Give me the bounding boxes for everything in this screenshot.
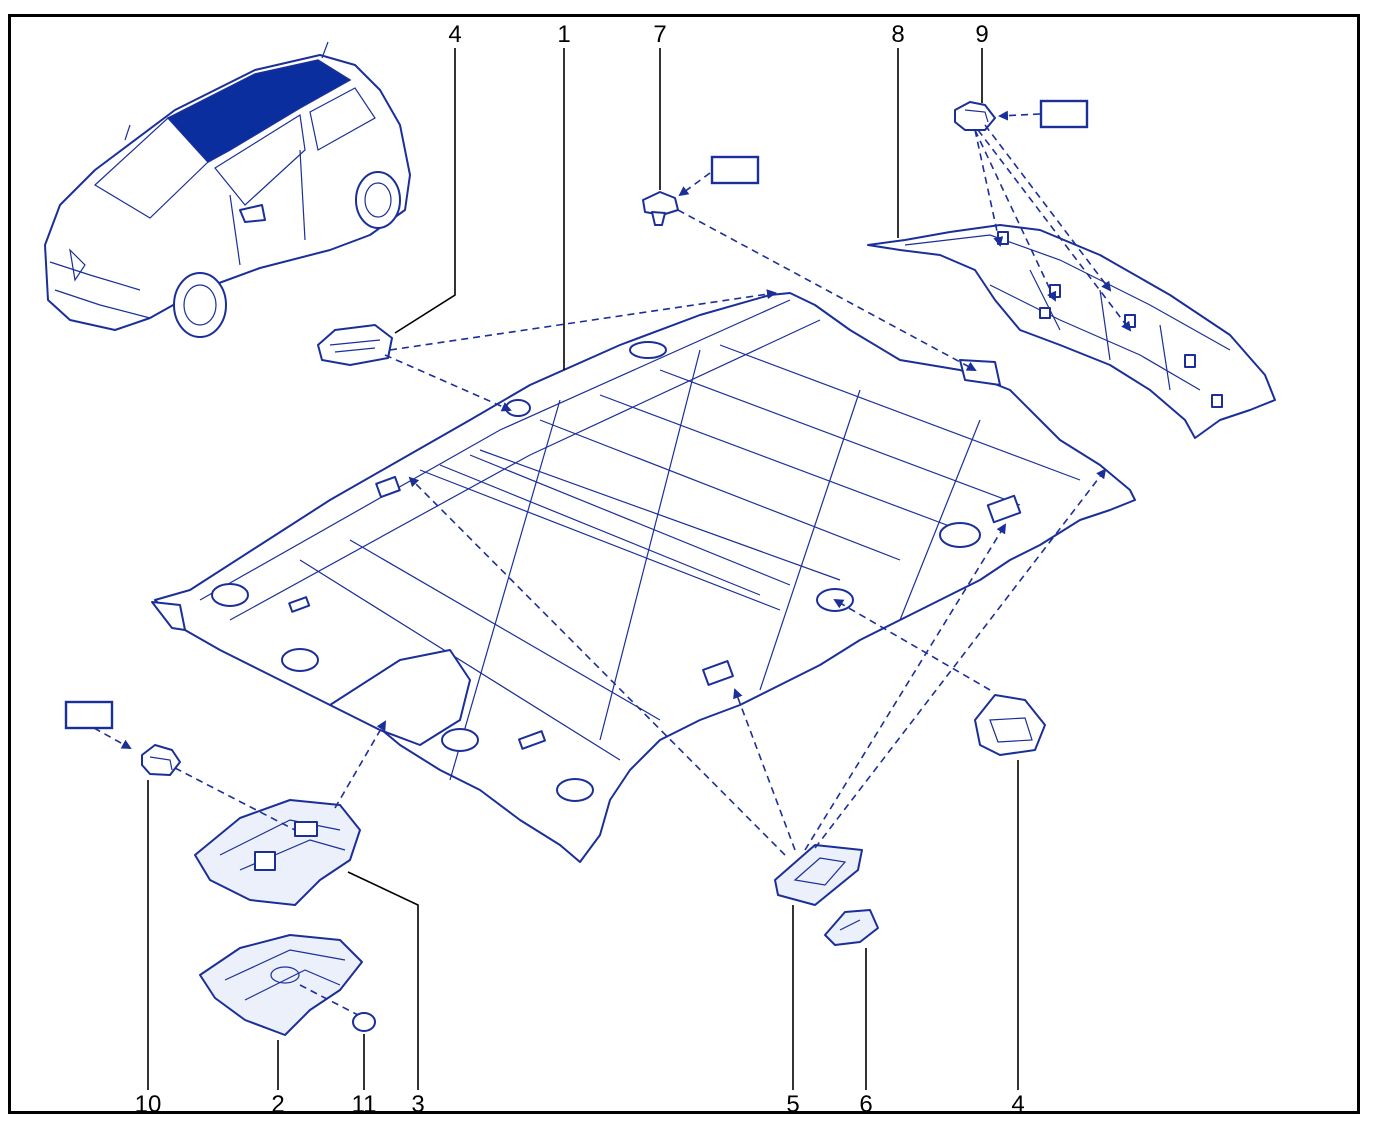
reference-box-icon xyxy=(1039,99,1089,129)
callout-8: 8 xyxy=(891,21,904,48)
roof-highlight xyxy=(166,59,352,163)
hook-part-6 xyxy=(824,909,879,946)
vehicle-locator-icon xyxy=(44,41,411,338)
callout-4-top: 4 xyxy=(448,21,461,48)
plug-part-7 xyxy=(642,191,679,226)
clip-part-4-top xyxy=(317,324,393,366)
callout-7: 7 xyxy=(653,21,666,48)
clip-part-9 xyxy=(954,101,996,131)
visor-clip-part-5 xyxy=(774,844,863,906)
console-housing-part-3 xyxy=(194,799,361,906)
reference-box-icon xyxy=(710,155,760,185)
leader-lines xyxy=(147,48,1019,1090)
reference-box-icon xyxy=(64,700,114,730)
callout-4-bottom: 4 xyxy=(1011,1091,1024,1118)
clip-part-10 xyxy=(141,744,181,776)
callout-1: 1 xyxy=(557,21,570,48)
callout-labels: 4 1 7 8 9 10 2 11 3 5 6 4 xyxy=(135,21,1025,1118)
callout-9: 9 xyxy=(975,21,988,48)
callout-2: 2 xyxy=(271,1091,284,1118)
callout-5: 5 xyxy=(786,1091,799,1118)
assembly-lines xyxy=(93,110,1132,1016)
headliner-panel xyxy=(151,292,1136,863)
callout-10: 10 xyxy=(135,1091,162,1118)
button-part-11 xyxy=(352,1012,376,1032)
callout-11: 11 xyxy=(352,1091,377,1118)
clip-part-4-bottom xyxy=(974,694,1046,756)
callout-6: 6 xyxy=(859,1091,872,1118)
callout-3: 3 xyxy=(411,1091,424,1118)
console-cover-part-2 xyxy=(199,934,363,1036)
